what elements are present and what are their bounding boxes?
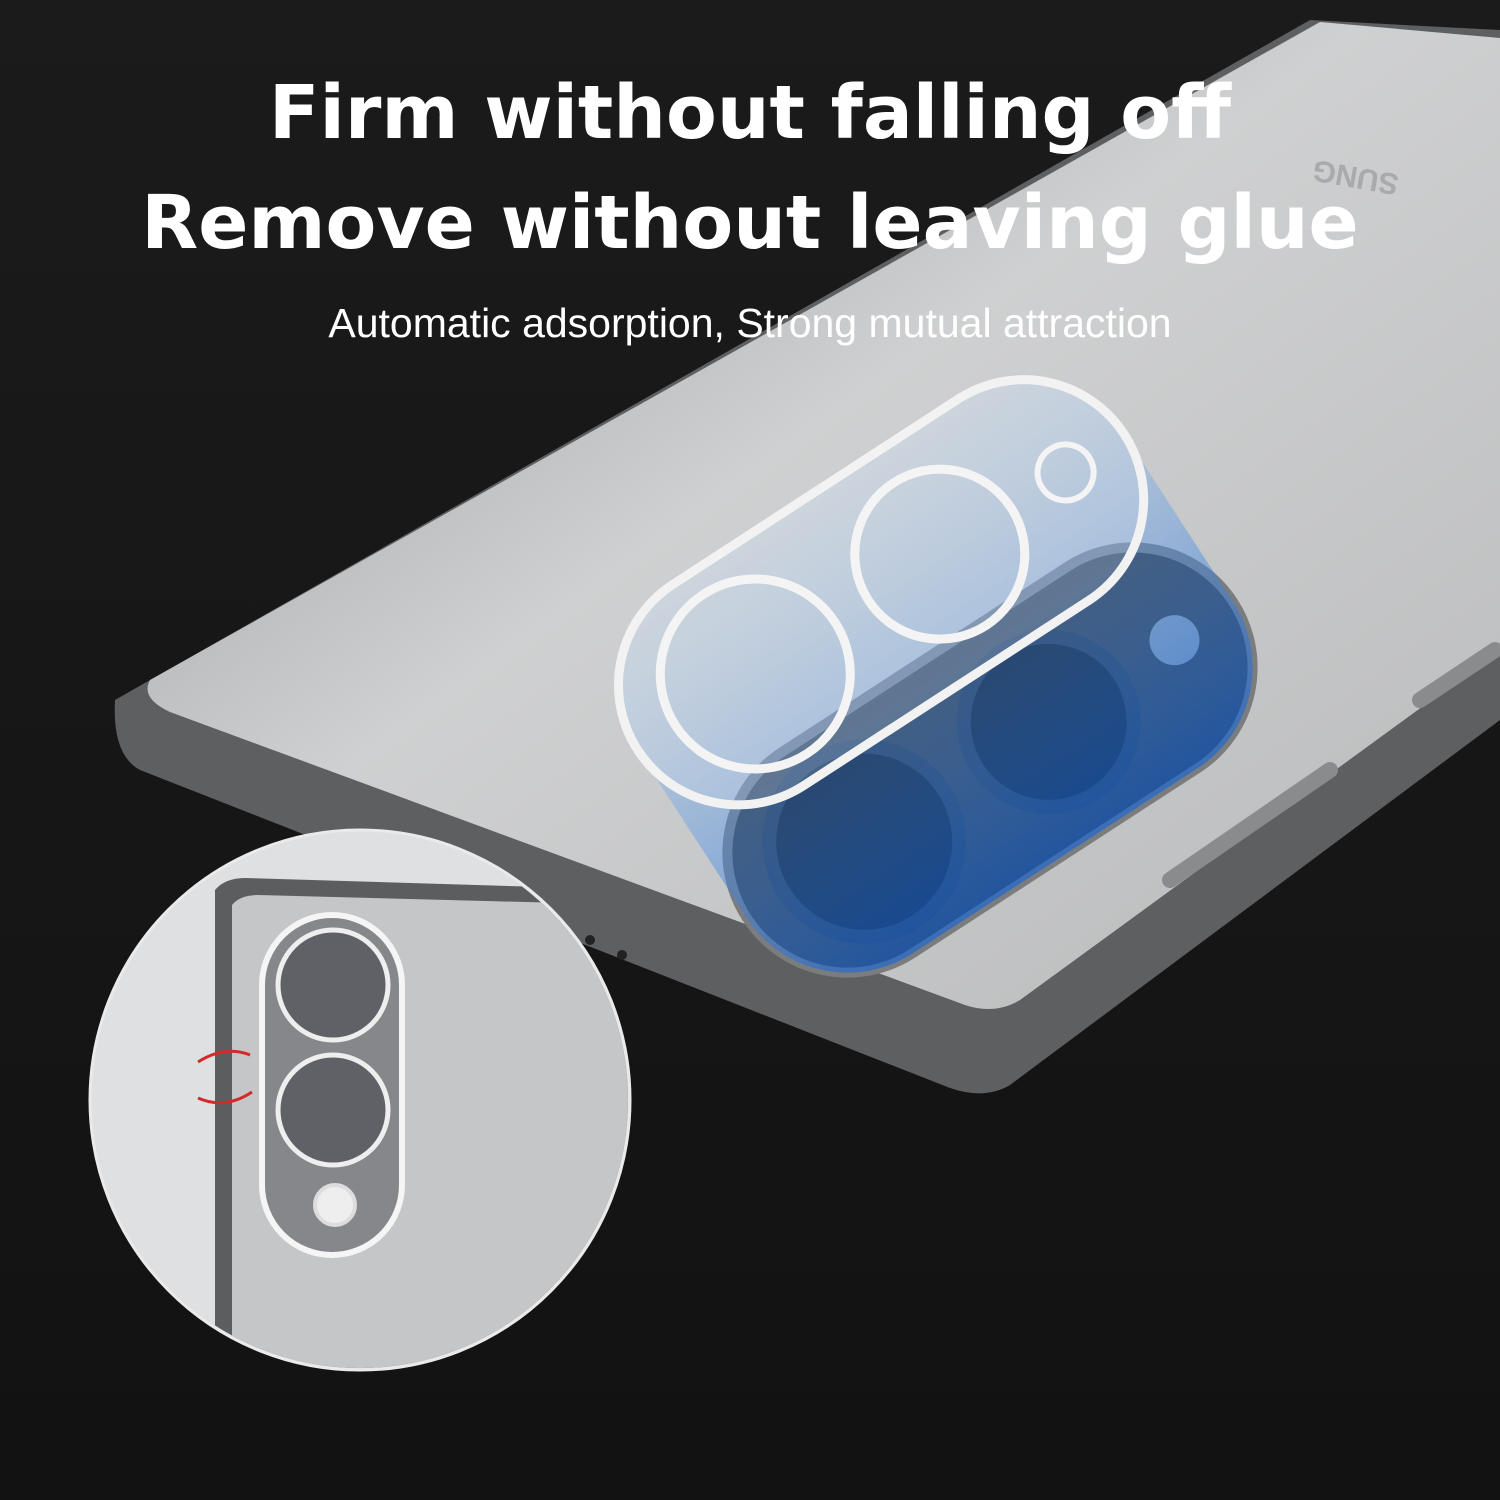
side-button <box>1162 762 1338 888</box>
arrow-icon <box>197 1049 251 1064</box>
protector-ring <box>850 464 1030 644</box>
inset-flash <box>313 1183 357 1227</box>
side-button <box>1412 642 1500 708</box>
protector-ring <box>1034 441 1097 504</box>
protector-ring <box>655 574 855 774</box>
detail-inset <box>88 828 632 1372</box>
headline-line-2: Remove without leaving glue <box>141 180 1359 266</box>
mic-hole <box>585 935 595 945</box>
magnetic-field <box>618 379 1253 973</box>
headline-line-1: Firm without falling off <box>268 70 1232 156</box>
arrow-icon <box>197 1090 253 1105</box>
lens-protector <box>613 375 1149 810</box>
inset-lens <box>275 927 391 1043</box>
inset-lens <box>275 1052 391 1168</box>
mic-hole <box>617 950 627 960</box>
subtitle: Automatic adsorption, Strong mutual attr… <box>328 300 1172 346</box>
